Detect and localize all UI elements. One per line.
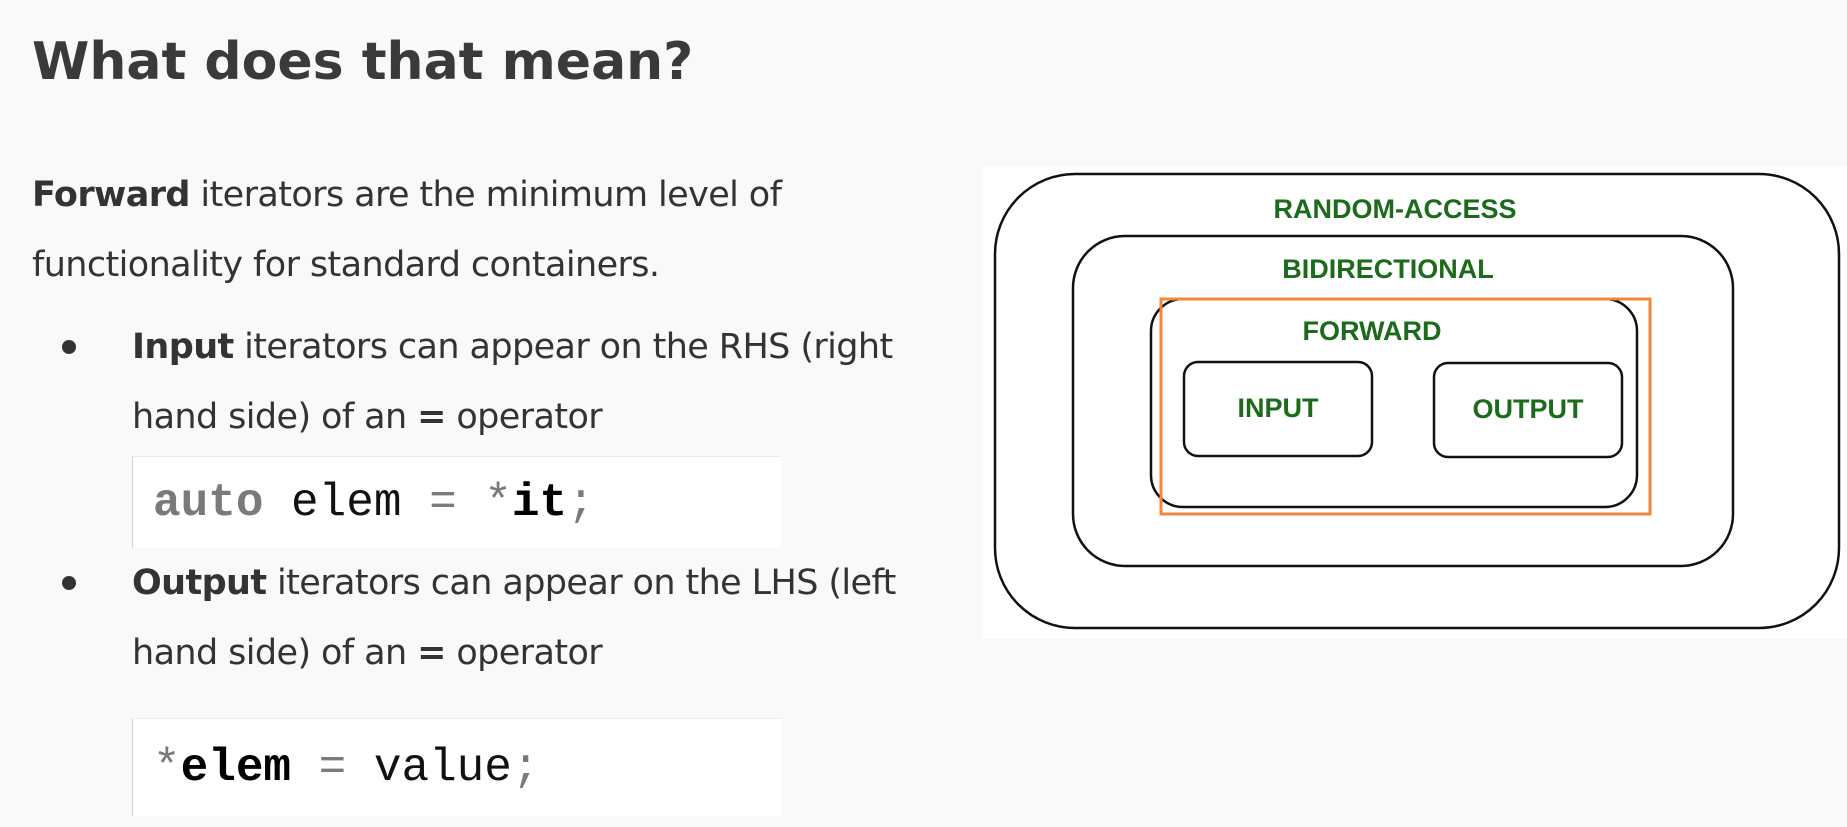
iterator-hierarchy-diagram: RANDOM-ACCESS BIDIRECTIONAL FORWARD INPU… bbox=[982, 166, 1847, 639]
code-token: auto bbox=[153, 476, 264, 529]
iterator-hierarchy-svg: RANDOM-ACCESS BIDIRECTIONAL FORWARD INPU… bbox=[993, 172, 1841, 630]
slide-title: What does that mean? bbox=[32, 32, 694, 92]
bullet-dot-icon bbox=[62, 576, 76, 590]
label-random-access: RANDOM-ACCESS bbox=[1274, 194, 1517, 224]
text-column: Forward iterators are the minimum level … bbox=[32, 160, 952, 816]
intro-bold-term: Forward bbox=[32, 175, 190, 215]
intro-line-1-rest: iterators are the minimum level of bbox=[189, 175, 782, 215]
label-forward: FORWARD bbox=[1303, 316, 1442, 346]
bullet-input-bold: Input bbox=[132, 327, 234, 367]
bullet-output-line-2: hand side) of an = operator bbox=[132, 618, 952, 688]
code-snippet-output: *elem = value; bbox=[132, 718, 781, 816]
code-token: elem bbox=[180, 741, 292, 794]
bullet-input-operator: = bbox=[417, 397, 446, 437]
code-token: it bbox=[511, 476, 568, 529]
bullet-output-operator: = bbox=[417, 633, 446, 673]
bullet-input-line-2-start: hand side) of an bbox=[132, 397, 418, 437]
code-token: value bbox=[373, 741, 512, 794]
label-input: INPUT bbox=[1238, 393, 1320, 423]
label-output: OUTPUT bbox=[1473, 394, 1585, 424]
bullet-input-line-2-end: operator bbox=[445, 397, 603, 437]
bullet-input-line-2: hand side) of an = operator bbox=[132, 382, 952, 452]
bullet-input-line-1: Input iterators can appear on the RHS (r… bbox=[132, 312, 952, 382]
code-token: ; bbox=[567, 476, 595, 529]
bullet-output-line-1: Output iterators can appear on the LHS (… bbox=[132, 548, 952, 618]
bullet-output-line-1-rest: iterators can appear on the LHS (left bbox=[266, 563, 896, 603]
code-token: ; bbox=[511, 741, 540, 794]
forward-highlight-frame bbox=[1159, 297, 1652, 516]
bullet-input-line-1-rest: iterators can appear on the RHS (right bbox=[233, 327, 893, 367]
bullet-input: Input iterators can appear on the RHS (r… bbox=[32, 312, 952, 548]
label-bidirectional: BIDIRECTIONAL bbox=[1282, 254, 1494, 284]
bullet-output-line-2-start: hand side) of an bbox=[132, 633, 418, 673]
code-token: * bbox=[153, 741, 181, 794]
random-access-box bbox=[993, 172, 1841, 630]
bullet-output: Output iterators can appear on the LHS (… bbox=[32, 548, 952, 816]
output-box bbox=[1432, 361, 1624, 459]
bullet-output-line-2-end: operator bbox=[445, 633, 603, 673]
bullet-output-bold: Output bbox=[132, 563, 267, 603]
code-snippet-input: auto elem = *it; bbox=[132, 456, 781, 548]
code-token: = bbox=[291, 741, 374, 794]
intro-line-1: Forward iterators are the minimum level … bbox=[32, 160, 952, 230]
code-token: * bbox=[456, 476, 512, 529]
bullet-dot-icon bbox=[62, 340, 76, 354]
input-box bbox=[1182, 360, 1374, 458]
iterator-bullet-list: Input iterators can appear on the RHS (r… bbox=[32, 312, 952, 816]
code-token: = bbox=[429, 476, 457, 529]
code-token: elem bbox=[263, 476, 430, 529]
bidirectional-box bbox=[1071, 234, 1735, 568]
intro-line-2: functionality for standard containers. bbox=[32, 245, 660, 285]
